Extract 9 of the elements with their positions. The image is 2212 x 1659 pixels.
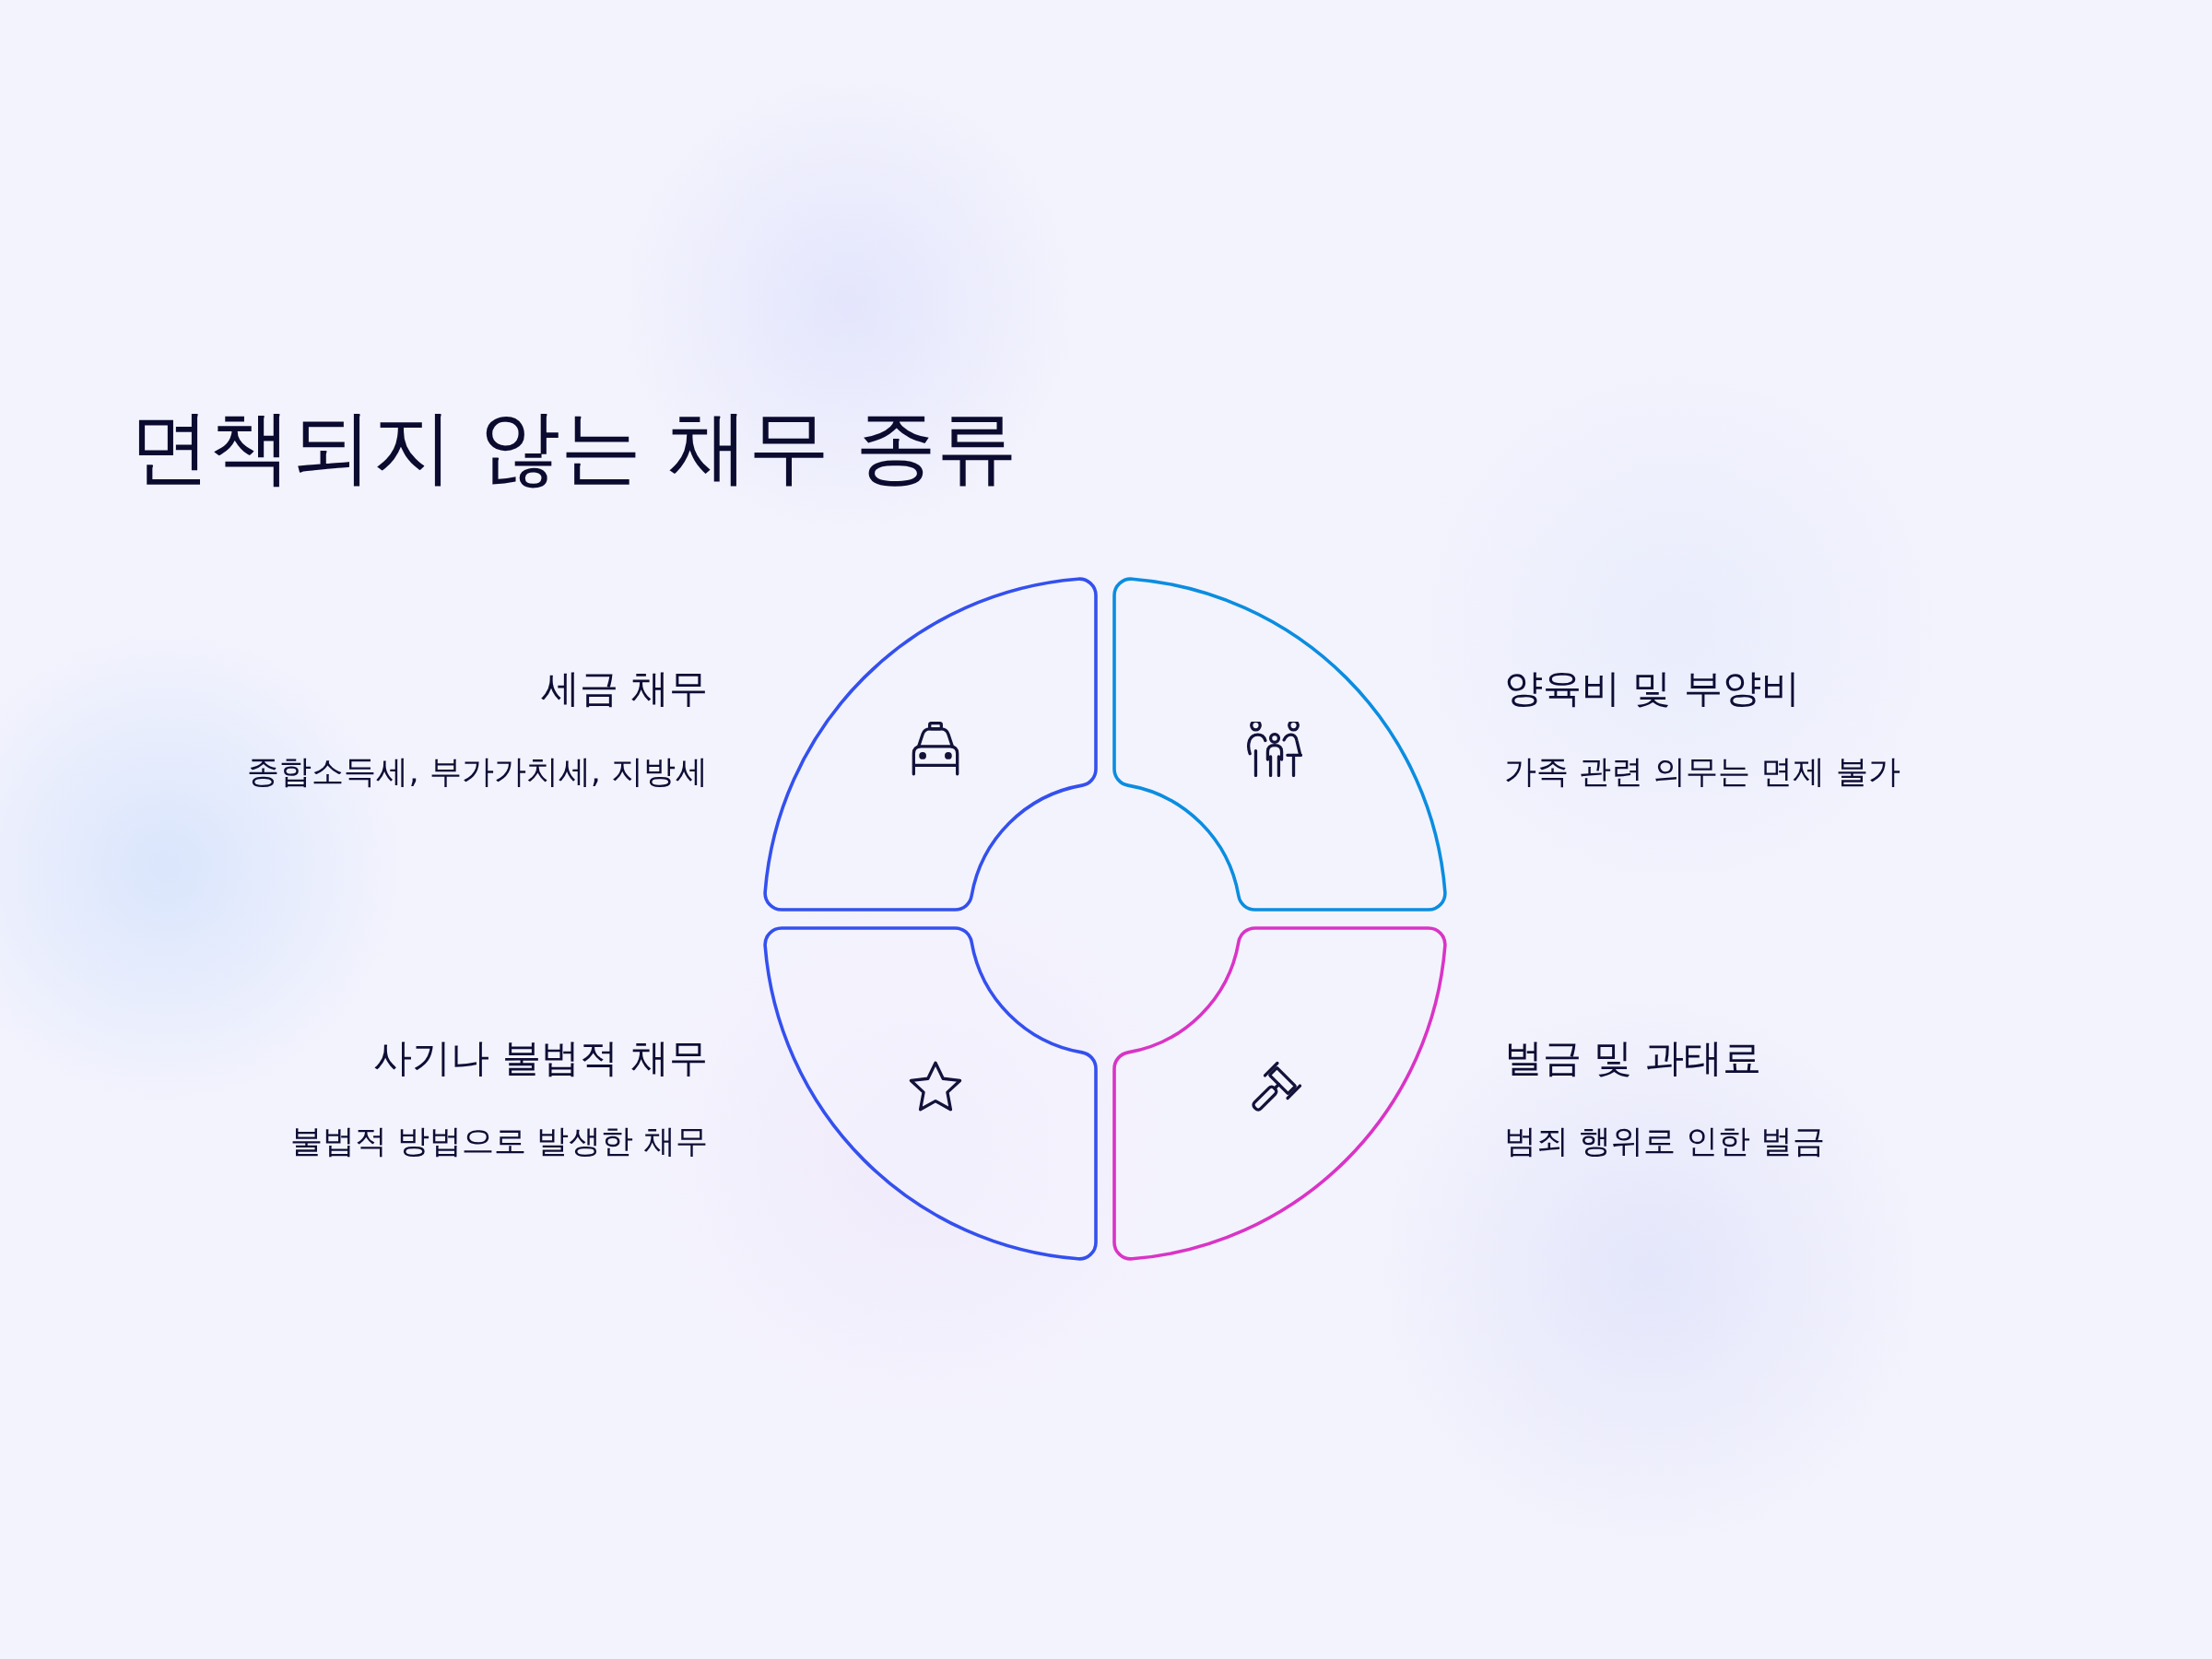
segment-heading: 벌금 및 과태료	[1504, 1035, 1762, 1081]
segment-heading: 양육비 및 부양비	[1504, 665, 1801, 712]
segment-description: 종합소득세, 부가가치세, 지방세	[246, 752, 708, 791]
segment-description: 불법적 방법으로 발생한 채무	[288, 1122, 708, 1160]
segment-heading: 사기나 불법적 채무	[372, 1035, 708, 1081]
segment-description: 가족 관련 의무는 면제 불가	[1504, 752, 1901, 791]
segment-description: 범죄 행위로 인한 벌금	[1504, 1122, 1827, 1160]
page-title: 면책되지 않는 채무 종류	[129, 398, 1018, 496]
segment-heading: 세금 채무	[539, 665, 708, 712]
